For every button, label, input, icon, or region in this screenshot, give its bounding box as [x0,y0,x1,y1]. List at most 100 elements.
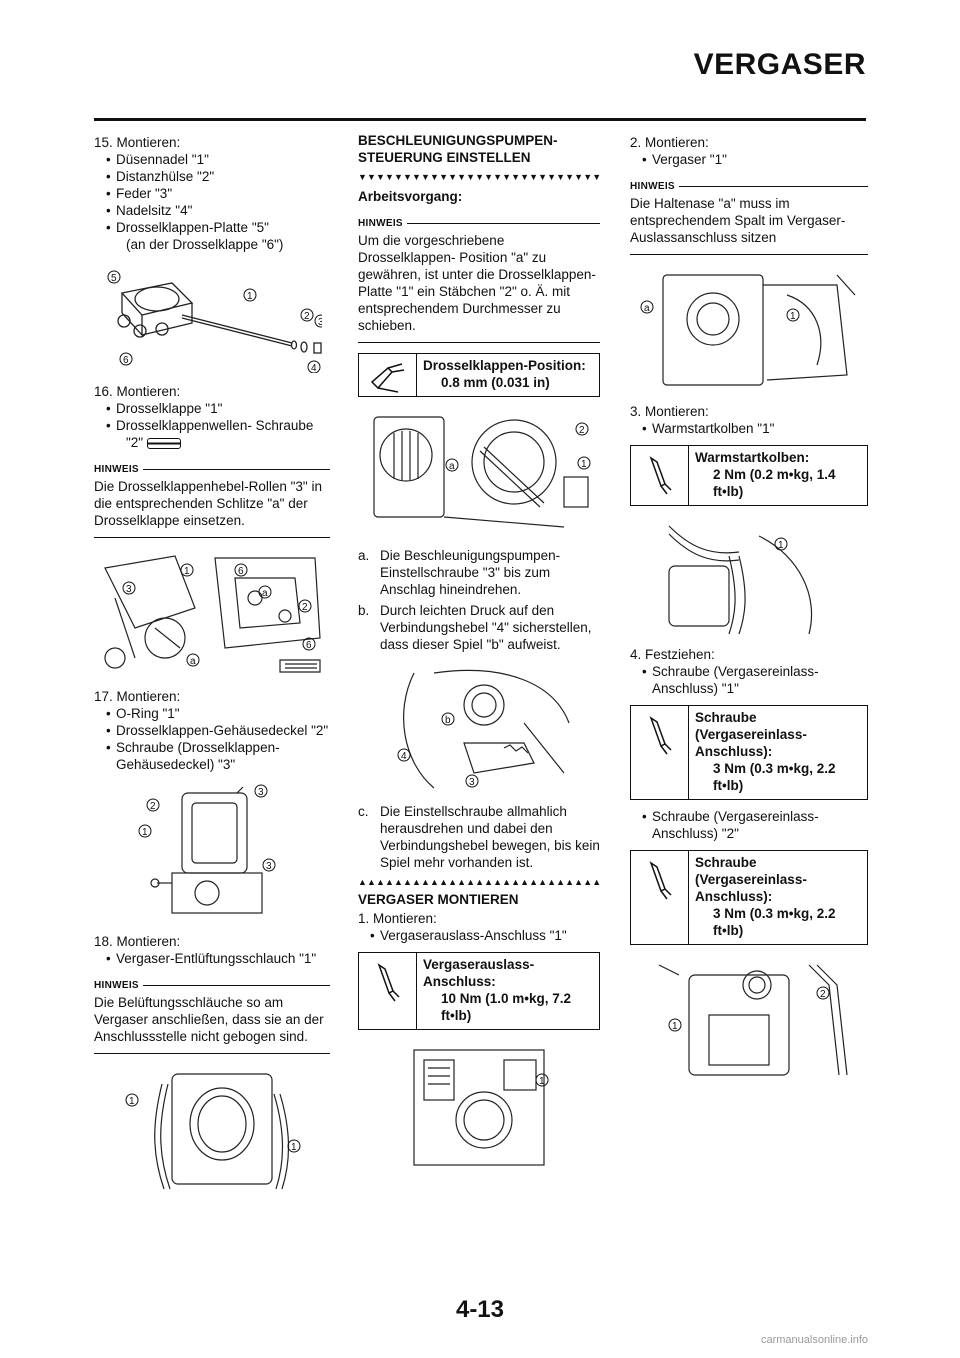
step-16: 16. Montieren: Drosselklappe "1" Drossel… [94,383,330,451]
throttle-position-figure: a 2 1 [373,416,591,528]
callout-label: 2 [820,989,826,1000]
section-title: VERGASER MONTIEREN [358,892,519,907]
hinweis-text: Um die vorgeschriebene Drosselklappen- P… [358,232,600,343]
step-title: 16. Montieren: [94,384,181,399]
step-18: 18. Montieren: Vergaser-Entlüftungsschla… [94,933,330,967]
hinweis-label: HINWEIS [630,178,868,195]
callout-label: 1 [790,311,796,322]
throttle-valve-figure: 1 3 a 6 a 2 6 [104,555,321,673]
hinweis-label: HINWEIS [358,215,600,232]
torque-wrench-icon [631,706,689,799]
list-item: Drosselklappenwellen- Schraube [94,417,330,434]
spec-box: Vergaserauslass-Anschluss: 10 Nm (1.0 m•… [358,952,600,1030]
callout-label: 1 [539,1076,545,1087]
callout-label: a [262,588,268,599]
spec-box: Drosselklappen-Position: 0.8 mm (0.031 i… [358,353,600,397]
spec-box: Warmstartkolben: 2 Nm (0.2 m•kg, 1.4 ft•… [630,445,868,506]
step-4: 4. Festziehen: Schraube (Vergasereinlass… [630,646,868,697]
column-middle: BESCHLEUNIGUNGSPUMPEN-STEUERUNG EINSTELL… [358,132,600,1180]
callout-label: 1 [672,1021,678,1032]
callout-label: 6 [238,566,244,577]
spec-value: 3 Nm (0.3 m•kg, 2.2 ft•lb) [713,906,836,938]
callout-label: 3 [258,787,264,798]
step-title: 15. Montieren: [94,135,181,150]
callout-label: 1 [778,540,784,551]
section-title: BESCHLEUNIGUNGSPUMPEN-STEUERUNG EINSTELL… [358,133,558,165]
step-2: 2. Montieren: Vergaser "1" [630,134,868,168]
step-15: 15. Montieren: Düsennadel "1" Distanzhül… [94,134,330,253]
list-item: Drosselklappen-Gehäusedeckel "2" [94,722,330,739]
callout-label: 1 [247,291,253,302]
column-left: 15. Montieren: Düsennadel "1" Distanzhül… [94,132,330,1204]
list-item: Vergaser-Entlüftungsschlauch "1" [94,950,330,967]
step-3: 3. Montieren: Warmstartkolben "1" [630,403,868,437]
callout-label: 6 [123,355,129,366]
callout-label: 1 [184,566,190,577]
list-item: Distanzhülse "2" [94,168,330,185]
accelerator-pump-figure: b 4 3 [397,669,570,789]
hinweis-label: HINWEIS [94,977,330,994]
step-title: 2. Montieren: [630,135,709,150]
breather-hose-figure: 1 1 [125,1073,301,1190]
torque-wrench-icon [631,446,689,505]
step-title: 18. Montieren: [94,934,181,949]
spec-value: 2 Nm (0.2 m•kg, 1.4 ft•lb) [713,467,836,499]
torque-wrench-icon [359,953,417,1029]
torque-wrench-icon [631,851,689,944]
spec-title: Drosselklappen-Position: [423,358,586,373]
callout-label: a [644,303,650,314]
list-item: Schraube (Drosselklappen- Gehäusedeckel)… [94,739,330,773]
spec-value: 10 Nm (1.0 m•kg, 7.2 ft•lb) [441,991,572,1023]
step-title: 3. Montieren: [630,404,709,419]
callout-label: 6 [306,640,312,651]
header-rule [94,118,866,121]
callout-label: 3 [318,317,322,328]
spec-box: Schraube (Vergasereinlass- Anschluss): 3… [630,705,868,800]
step-title: 4. Festziehen: [630,647,715,662]
callout-label: 3 [266,861,272,872]
callout-label: 5 [111,273,117,284]
callout-label: 2 [304,311,310,322]
start-marker: ▼▼▼▼▼▼▼▼▼▼▼▼▼▼▼▼▼▼▼▼▼▼▼▼▼▼▼▼▼ [358,172,600,182]
list-item: Nadelsitz "4" [94,202,330,219]
list-item: Drosselklappen-Platte "5" [94,219,330,236]
list-item: Schraube (Vergasereinlass-Anschluss) "2" [630,808,868,842]
callout-label: 3 [126,584,132,595]
callout-label: a [449,461,455,472]
callout-label: 2 [302,602,308,613]
procedure-heading: Arbeitsvorgang: [358,189,463,204]
hinweis-text: Die Haltenase "a" muss im entsprechendem… [630,195,868,255]
callout-label: a [190,656,196,667]
list-item-note: "2" [94,434,330,451]
end-marker: ▲▲▲▲▲▲▲▲▲▲▲▲▲▲▲▲▲▲▲▲▲▲▲▲▲▲▲▲▲ [358,877,600,887]
outlet-joint-figure: 1 [413,1049,549,1166]
spec-value: 3 Nm (0.3 m•kg, 2.2 ft•lb) [713,761,836,793]
threadlock-icon [146,437,181,449]
callout-label: 1 [142,827,148,838]
callout-label: 1 [581,459,587,470]
callout-label: 3 [469,777,475,788]
hot-starter-figure: 1 [668,525,813,635]
caliper-icon [359,354,417,396]
step-title: 1. Montieren: [358,911,437,926]
spec-title: Vergaserauslass-Anschluss: [423,957,535,989]
needle-assembly-figure: 5 6 1 2 3 4 [107,270,322,373]
hinweis-label: HINWEIS [94,461,330,478]
page-number: 4-13 [455,1296,505,1323]
footer-watermark: carmanualsonline.info [760,1334,868,1346]
hinweis-text: Die Belüftungsschläuche so am Vergaser a… [94,994,330,1054]
callout-label: 1 [129,1096,135,1107]
spec-box: Schraube (Vergasereinlass- Anschluss): 3… [630,850,868,945]
callout-label: 2 [579,425,585,436]
callout-label: 1 [291,1142,297,1153]
list-item: Warmstartkolben "1" [630,420,868,437]
callout-label: 4 [311,363,317,373]
callout-label: 4 [401,751,407,762]
list-item-note: (an der Drosselklappe "6") [126,237,284,252]
callout-label: b [445,715,451,726]
step-17: 17. Montieren: O-Ring "1" Drosselklappen… [94,688,330,773]
hinweis-text: Die Drosselklappenhebel-Rollen "3" in di… [94,478,330,538]
throttle-cover-figure: 2 1 3 3 [138,784,276,914]
procedure-step-c: c.Die Einstellschraube allmahlich heraus… [358,804,600,870]
list-item: Vergaserauslass-Anschluss "1" [358,927,600,944]
